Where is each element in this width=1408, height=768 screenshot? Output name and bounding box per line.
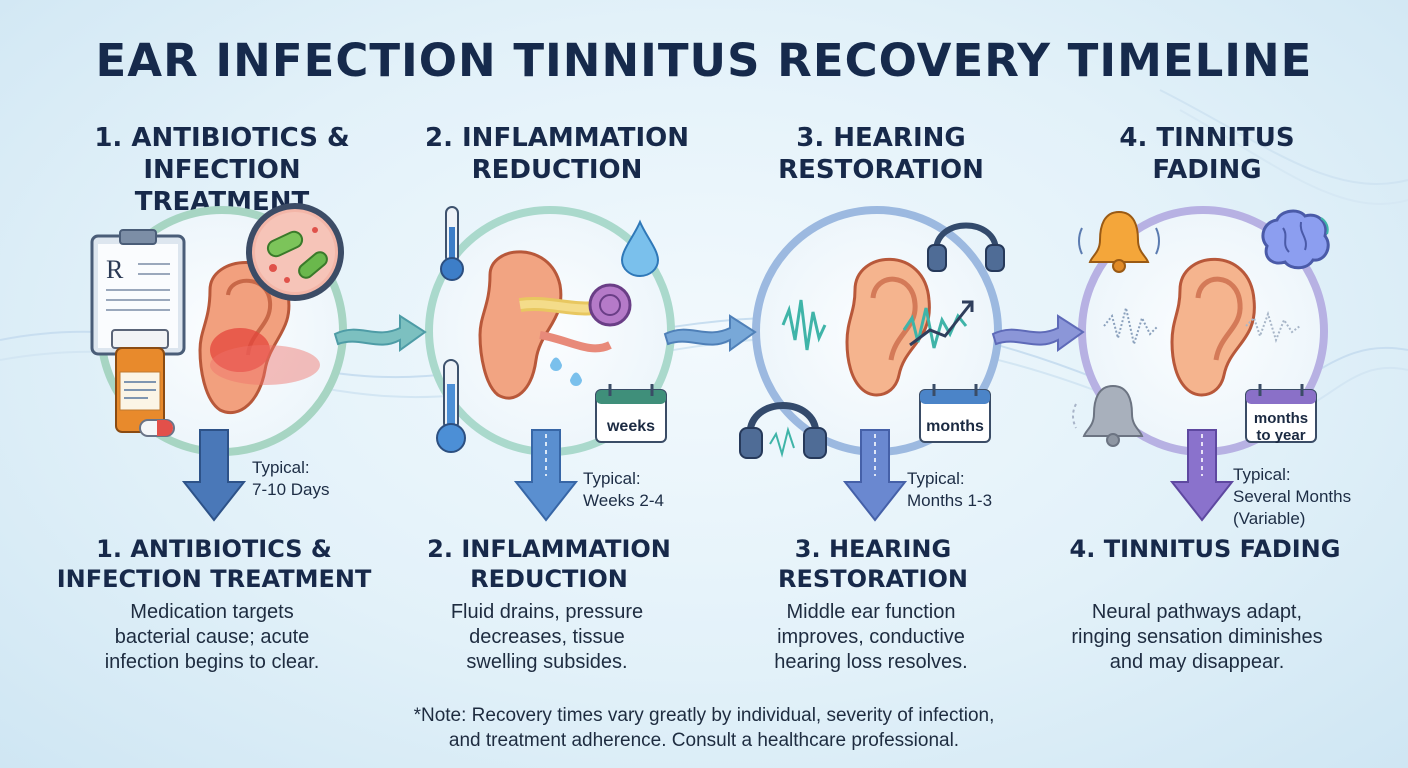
stage-3-typical: Typical: Months 1-3 — [907, 468, 992, 512]
stage-2-description: Fluid drains, pressure decreases, tissue… — [387, 600, 707, 675]
typical-duration: Months 1-3 — [907, 491, 993, 510]
typical-label: Typical: — [583, 469, 641, 488]
stage-4-heading: 4. TINNITUS FADING — [1037, 122, 1377, 186]
stage-4-description: Neural pathways adapt, ringing sensation… — [1037, 600, 1357, 675]
stage-1-typical: Typical: 7-10 Days — [252, 457, 329, 501]
stage-1-description: Medication targets bacterial cause; acut… — [52, 600, 372, 675]
headphones-icon — [927, 222, 1005, 272]
description-line: Medication targets — [130, 601, 294, 623]
svg-text:R: R — [106, 255, 124, 284]
description-line: Fluid drains, pressure — [450, 601, 644, 623]
typical-label: Typical: — [1233, 465, 1291, 484]
stage-2-subheading: 2. INFLAMMATION REDUCTION — [379, 534, 719, 594]
stage-4-heading-line2: FADING — [1152, 155, 1262, 185]
faint-wave-icon — [1245, 310, 1301, 344]
connector-arrow-2 — [663, 314, 757, 352]
description-line: swelling subsides. — [466, 651, 628, 673]
description-line: infection begins to clear. — [104, 651, 320, 673]
description-line: bacterial cause; acute — [114, 626, 310, 648]
typical-duration: Several Months — [1233, 487, 1352, 506]
down-arrow-1 — [181, 429, 247, 522]
stage-1-subheading-line1: 1. ANTIBIOTICS & — [96, 535, 332, 563]
stage-4-subheading: 4. TINNITUS FADING — [1035, 534, 1375, 564]
typical-label: Typical: — [252, 458, 310, 477]
stage-3-subheading: 3. HEARING RESTORATION — [703, 534, 1043, 594]
stage-2-heading-line2: REDUCTION — [471, 155, 643, 185]
capsule-icon — [139, 419, 175, 437]
typical-duration: 7-10 Days — [252, 480, 330, 499]
thermometer-icon — [440, 206, 464, 281]
brain-icon — [1261, 209, 1330, 270]
connector-arrow-1 — [333, 314, 427, 352]
stage-3-description: Middle ear function improves, conductive… — [711, 600, 1031, 675]
signal-graph-icon — [902, 300, 974, 349]
stage-1-heading-line1: 1. ANTIBIOTICS & — [94, 123, 350, 153]
stage-2-heading-line1: 2. INFLAMMATION — [424, 123, 690, 153]
note-line1: *Note: Recovery times vary greatly by in… — [413, 705, 995, 726]
calendar-label-months: months — [926, 418, 984, 435]
stage-2-subheading-line1: 2. INFLAMMATION — [427, 535, 671, 563]
description-line: hearing loss resolves. — [774, 651, 968, 673]
calendar-label-weeks: weeks — [606, 418, 656, 435]
connector-arrow-3 — [991, 314, 1085, 352]
ear-infected-icon — [198, 261, 320, 415]
faded-bell-icon — [1072, 384, 1144, 447]
typical-label: Typical: — [907, 469, 965, 488]
stage-2-subheading-line2: REDUCTION — [470, 565, 628, 593]
down-arrow-4 — [1169, 429, 1235, 522]
inner-ear-icon — [478, 250, 632, 400]
disclaimer-note: *Note: Recovery times vary greatly by in… — [0, 703, 1408, 753]
stage-3-subheading-line1: 3. HEARING — [794, 535, 952, 563]
stage-2-typical: Typical: Weeks 2-4 — [583, 468, 664, 512]
stage-1-subheading-line2: INFECTION TREATMENT — [56, 565, 372, 593]
typical-variability: (Variable) — [1233, 509, 1306, 528]
stage-3-heading: 3. HEARING RESTORATION — [711, 122, 1051, 186]
bacteria-magnifier-icon — [246, 203, 344, 301]
stage-3-heading-line2: RESTORATION — [778, 155, 984, 185]
thermometer-icon — [436, 359, 466, 453]
down-arrow-2 — [513, 429, 579, 522]
calendar-icon — [595, 384, 667, 443]
sound-wave-icon — [781, 299, 827, 351]
calendar-icon — [1245, 384, 1317, 443]
typical-duration: Weeks 2-4 — [583, 491, 664, 510]
stage-4-heading-line1: 4. TINNITUS — [1119, 123, 1295, 153]
water-drop-icon — [620, 219, 660, 277]
calendar-icon — [919, 384, 991, 443]
stage-4-typical: Typical: Several Months (Variable) — [1233, 464, 1351, 530]
headphones-icon — [739, 402, 827, 459]
description-line: Middle ear function — [786, 601, 956, 623]
description-line: Neural pathways adapt, — [1091, 601, 1303, 623]
description-line: and may disappear. — [1109, 651, 1285, 673]
down-arrow-3 — [842, 429, 908, 522]
ear-icon — [845, 257, 931, 397]
calendar-label-line2: to year — [1256, 427, 1306, 444]
description-line: decreases, tissue — [469, 626, 625, 648]
calendar-label-months-to-year: months to year — [1246, 410, 1316, 444]
description-line: improves, conductive — [777, 626, 965, 648]
page-title: EAR INFECTION TINNITUS RECOVERY TIMELINE — [95, 34, 1313, 87]
calendar-label-line1: months — [1253, 410, 1309, 427]
bell-icon — [1078, 210, 1160, 273]
stage-4-subheading-line1: 4. TINNITUS FADING — [1069, 535, 1341, 563]
description-line: ringing sensation diminishes — [1071, 626, 1323, 648]
stage-3-subheading-line2: RESTORATION — [778, 565, 968, 593]
stage-1-subheading: 1. ANTIBIOTICS & INFECTION TREATMENT — [44, 534, 384, 594]
faint-wave-icon — [1103, 307, 1159, 348]
pill-bottle-icon — [111, 329, 169, 433]
stage-3-heading-line1: 3. HEARING — [796, 123, 966, 153]
stage-2-heading: 2. INFLAMMATION REDUCTION — [387, 122, 727, 186]
ear-icon — [1170, 257, 1256, 397]
note-line2: and treatment adherence. Consult a healt… — [448, 730, 960, 751]
prescription-clipboard-icon: R — [90, 229, 186, 356]
